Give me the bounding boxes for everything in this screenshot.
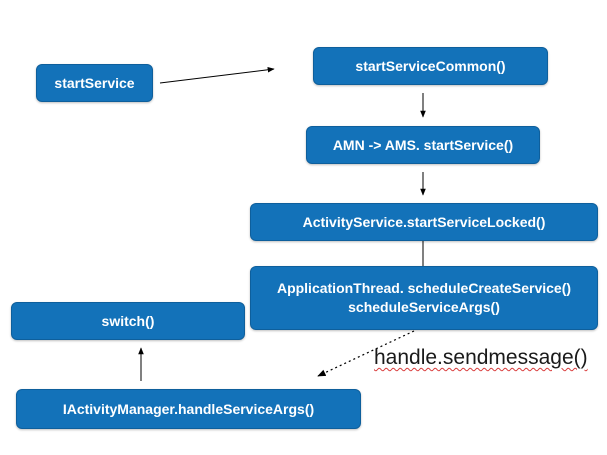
node-label: switch() — [101, 312, 155, 329]
node-label-line-2: scheduleServiceArgs() — [348, 299, 500, 315]
node-switch: switch() — [11, 302, 245, 340]
node-schedule-create-service: ApplicationThread. scheduleCreateService… — [250, 266, 598, 330]
node-start-service: startService — [36, 64, 153, 102]
arrow-start-to-common — [159, 66, 275, 84]
node-label: startServiceCommon() — [355, 57, 506, 74]
node-label: startService — [54, 74, 135, 91]
node-label: IActivityManager.handleServiceArgs() — [62, 400, 315, 417]
node-start-service-locked: ActivityService.startServiceLocked() — [250, 203, 598, 241]
node-amn-ams-start-service: AMN -> AMS. startService() — [306, 126, 540, 164]
node-start-service-common: startServiceCommon() — [313, 47, 548, 85]
node-handle-service-args: IActivityManager.handleServiceArgs() — [16, 389, 361, 429]
node-label: ActivityService.startServiceLocked() — [302, 213, 546, 230]
annotation-send-message: handle.sendmessage() — [374, 346, 588, 369]
node-label-line-1: ApplicationThread. scheduleCreateService… — [276, 280, 572, 296]
node-label: AMN -> AMS. startService() — [332, 136, 514, 153]
